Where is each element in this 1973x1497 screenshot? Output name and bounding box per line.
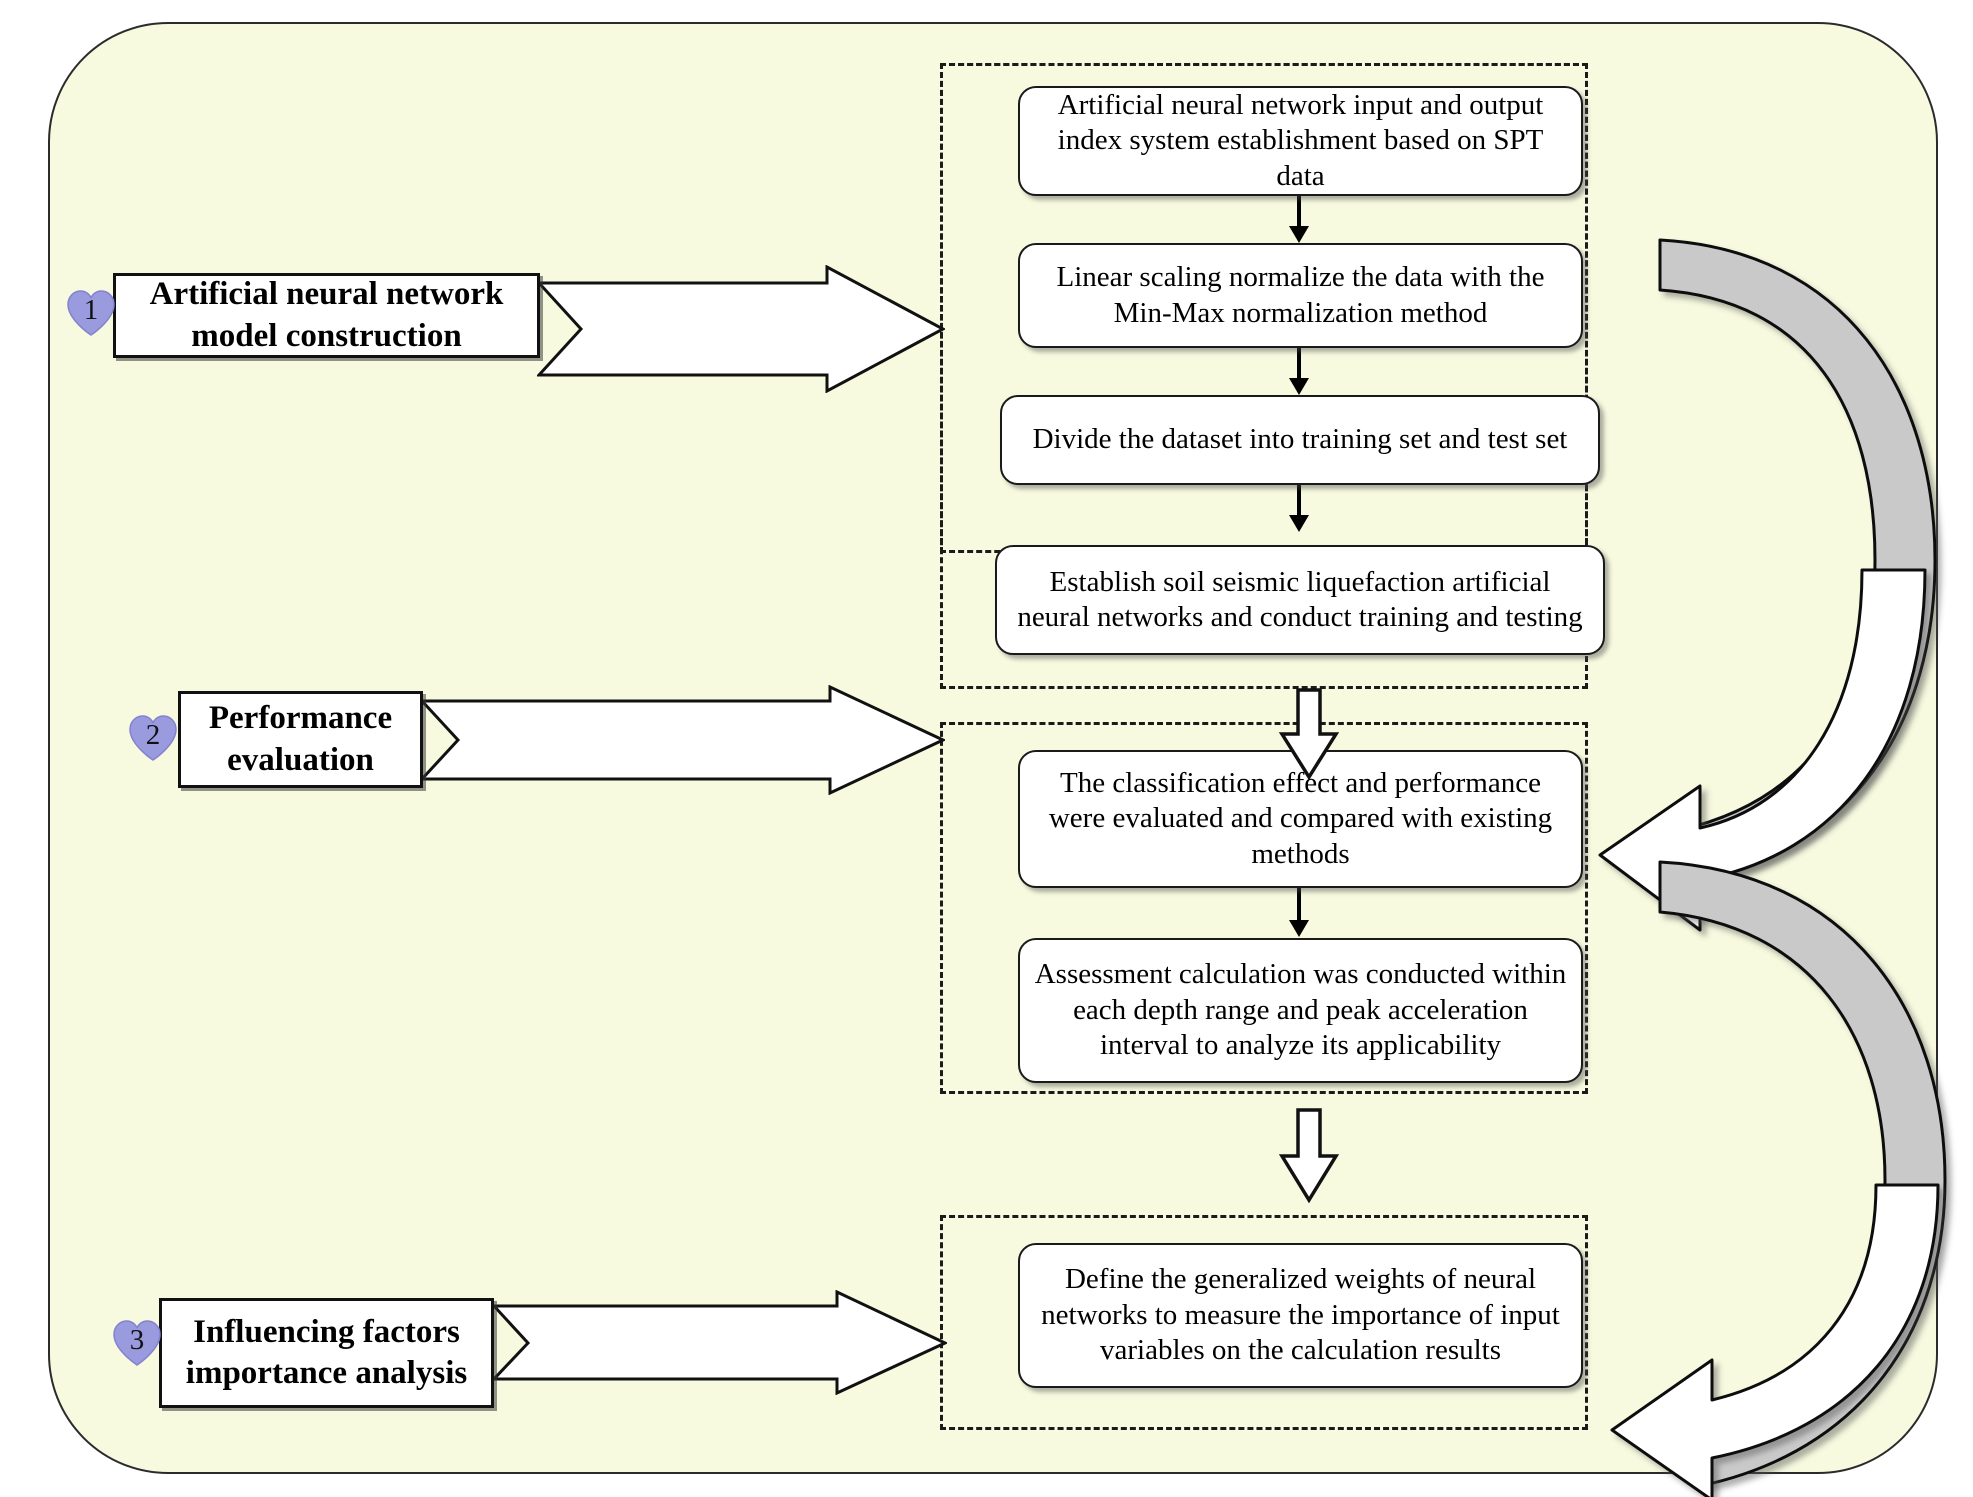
heart-icon: 1 bbox=[66, 288, 116, 338]
stage-label-1-text: Artificial neural network model construc… bbox=[149, 276, 504, 354]
step-text: Divide the dataset into training set and… bbox=[1032, 423, 1568, 456]
step-group-3 bbox=[940, 1215, 1588, 1430]
hollow-down-arrow-icon bbox=[1278, 688, 1340, 780]
step-box[interactable]: Linear scaling normalize the data with t… bbox=[1018, 243, 1583, 348]
step-box[interactable]: Establish soil seismic liquefaction arti… bbox=[995, 545, 1605, 655]
stage-label-3-text: Influencing factors importance analysis bbox=[185, 1313, 468, 1391]
step-text: Define the generalized weights of neural… bbox=[1041, 1263, 1560, 1367]
heart-icon: 2 bbox=[128, 713, 178, 763]
step-box[interactable]: Define the generalized weights of neural… bbox=[1018, 1243, 1583, 1388]
block-arrow-right-icon bbox=[492, 1290, 947, 1395]
down-arrow-icon bbox=[1285, 888, 1313, 938]
step-group-2 bbox=[940, 722, 1588, 1094]
stage-label-2-text: Performance evaluation bbox=[208, 700, 393, 778]
step-box[interactable]: Divide the dataset into training set and… bbox=[1000, 395, 1600, 485]
step-box[interactable]: Artificial neural network input and outp… bbox=[1018, 86, 1583, 196]
down-arrow-icon bbox=[1285, 485, 1313, 533]
down-arrow-icon bbox=[1285, 196, 1313, 244]
down-arrow-icon bbox=[1285, 348, 1313, 396]
stage-number-2: 2 bbox=[145, 719, 161, 751]
step-box[interactable]: Assessment calculation was conducted wit… bbox=[1018, 938, 1583, 1083]
heart-icon: 3 bbox=[112, 1318, 162, 1368]
step-text: Linear scaling normalize the data with t… bbox=[1056, 261, 1545, 329]
step-text: Assessment calculation was conducted wit… bbox=[1034, 958, 1567, 1062]
step-box[interactable]: The classification effect and performanc… bbox=[1018, 750, 1583, 888]
step-text: Establish soil seismic liquefaction arti… bbox=[1017, 565, 1583, 633]
step-group-1-outline bbox=[940, 63, 1588, 689]
stage-label-2[interactable]: Performance evaluation bbox=[178, 691, 423, 788]
hollow-down-arrow-icon bbox=[1278, 1108, 1340, 1203]
stage-number-1: 1 bbox=[83, 294, 99, 326]
stage-label-1[interactable]: Artificial neural network model construc… bbox=[113, 273, 540, 358]
block-arrow-right-icon bbox=[537, 265, 945, 393]
stage-label-3[interactable]: Influencing factors importance analysis bbox=[159, 1298, 494, 1408]
block-arrow-right-icon bbox=[420, 685, 945, 795]
step-text: The classification effect and performanc… bbox=[1048, 766, 1553, 870]
step-text: Artificial neural network input and outp… bbox=[1057, 88, 1544, 192]
stage-number-3: 3 bbox=[129, 1324, 145, 1356]
